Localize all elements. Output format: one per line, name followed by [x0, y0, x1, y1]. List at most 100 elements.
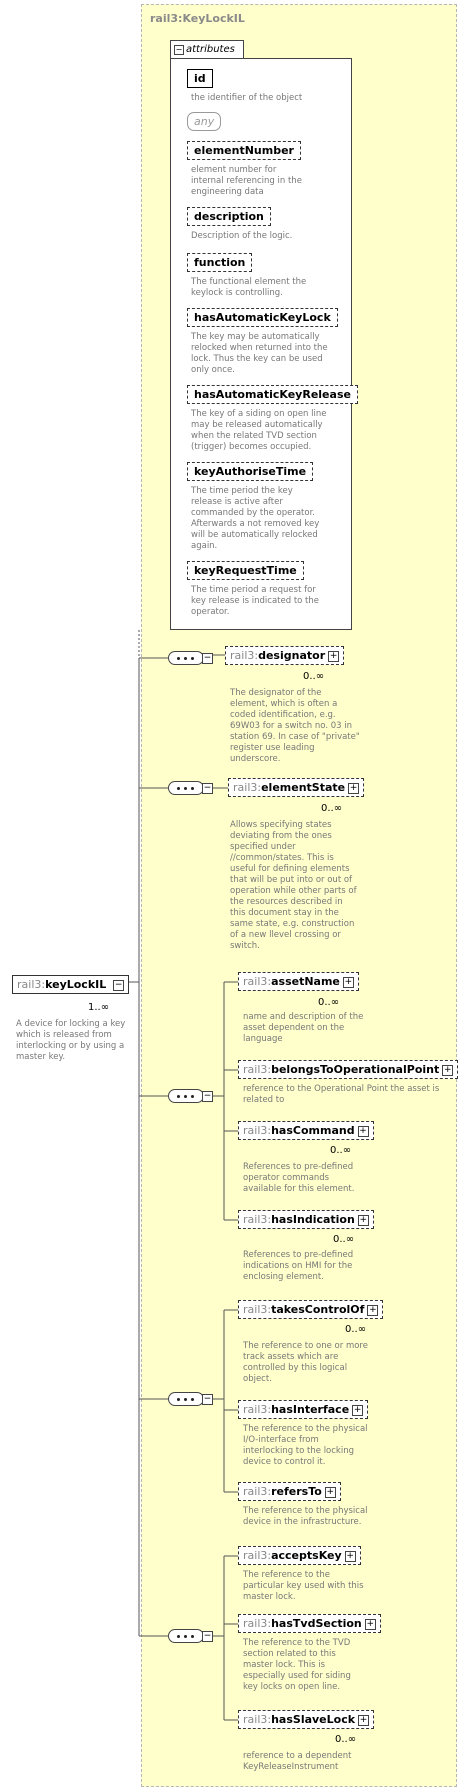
collapse-icon[interactable]: −	[174, 45, 184, 55]
root-namespace: rail3:	[17, 978, 46, 991]
element-multiplicity: 0..∞	[333, 1234, 355, 1245]
expand-icon[interactable]: +	[328, 650, 340, 662]
element-assetName[interactable]: rail3:assetName+	[238, 972, 359, 991]
element-hasInterface[interactable]: rail3:hasInterface+	[238, 1400, 369, 1419]
element-name: refersTo	[271, 1485, 322, 1498]
element-name: designator	[258, 649, 326, 662]
attribute-keyAuthoriseTime-desc: The time period the key release is activ…	[191, 486, 320, 551]
element-description: The reference to the physical device in …	[243, 1506, 368, 1527]
collapse-icon[interactable]: −	[202, 1394, 213, 1405]
element-name: elementState	[261, 781, 346, 794]
collapse-icon[interactable]: −	[202, 1091, 213, 1102]
attribute-keyRequestTime[interactable]: keyRequestTime	[187, 561, 304, 580]
attribute-hasAutomaticKeyLock[interactable]: hasAutomaticKeyLock	[187, 308, 338, 327]
element-namespace: rail3:	[233, 781, 262, 794]
attribute-description[interactable]: description	[187, 207, 271, 226]
element-belongsToOperationalPoint[interactable]: rail3:belongsToOperationalPoint+	[238, 1060, 459, 1079]
attribute-elementNumber-desc: element number for internal referencing …	[191, 165, 302, 197]
element-takesControlOf[interactable]: rail3:takesControlOf+	[238, 1300, 384, 1319]
element-namespace: rail3:	[243, 1403, 272, 1416]
element-namespace: rail3:	[243, 1124, 272, 1137]
attribute-hasAutomaticKeyRelease-desc: The key of a siding on open line may be …	[191, 409, 327, 452]
attribute-hasAutomaticKeyRelease[interactable]: hasAutomaticKeyRelease	[187, 385, 358, 404]
element-multiplicity: 0..∞	[330, 1145, 352, 1156]
sequence-compositor[interactable]	[168, 1089, 204, 1103]
element-namespace: rail3:	[243, 1303, 272, 1316]
element-elementState[interactable]: rail3:elementState+	[228, 778, 365, 797]
attribute-keyRequestTime-desc: The time period a request for key releas…	[191, 585, 320, 617]
element-multiplicity: 0..∞	[318, 997, 340, 1008]
element-description: References to pre-defined operator comma…	[243, 1162, 355, 1194]
element-name: hasSlaveLock	[271, 1713, 356, 1726]
element-hasSlaveLock[interactable]: rail3:hasSlaveLock+	[238, 1710, 375, 1729]
attribute-function[interactable]: function	[187, 253, 253, 272]
element-multiplicity: 0..∞	[321, 803, 343, 814]
element-description: The reference to the particular key used…	[243, 1570, 364, 1602]
element-description: reference to a dependent KeyReleaseInstr…	[243, 1751, 352, 1772]
expand-icon[interactable]: +	[357, 1125, 369, 1137]
element-acceptsKey[interactable]: rail3:acceptsKey+	[238, 1546, 361, 1565]
attribute-hasAutomaticKeyLock-desc: The key may be automatically relocked wh…	[191, 332, 328, 375]
element-namespace: rail3:	[243, 1549, 272, 1562]
root-element-keyLockIL[interactable]: rail3:keyLockIL −	[12, 975, 130, 994]
element-name: takesControlOf	[271, 1303, 365, 1316]
element-description: name and description of the asset depend…	[243, 1012, 364, 1044]
attributes-tab[interactable]: − attributes	[170, 40, 244, 58]
element-namespace: rail3:	[243, 1617, 272, 1630]
element-designator[interactable]: rail3:designator+	[225, 646, 345, 665]
element-namespace: rail3:	[243, 975, 272, 988]
element-description: The designator of the element, which is …	[230, 688, 360, 764]
expand-icon[interactable]: +	[324, 1486, 336, 1498]
element-name: hasInterface	[271, 1403, 350, 1416]
expand-icon[interactable]: +	[348, 782, 360, 794]
expand-icon[interactable]: +	[342, 976, 354, 988]
expand-icon[interactable]: +	[344, 1550, 356, 1562]
element-description: The reference to one or more track asset…	[243, 1341, 368, 1384]
sequence-compositor[interactable]	[168, 781, 204, 795]
element-multiplicity: 0..∞	[345, 1324, 367, 1335]
element-name: hasIndication	[271, 1213, 355, 1226]
element-namespace: rail3:	[230, 649, 259, 662]
expand-icon[interactable]: +	[367, 1304, 379, 1316]
attribute-any[interactable]: any	[187, 112, 222, 131]
element-name: assetName	[271, 975, 340, 988]
element-namespace: rail3:	[243, 1485, 272, 1498]
element-hasTvdSection[interactable]: rail3:hasTvdSection+	[238, 1614, 381, 1633]
root-description: A device for locking a key which is rele…	[16, 1019, 126, 1062]
element-description: reference to the Operational Point the a…	[243, 1084, 440, 1105]
collapse-icon[interactable]: −	[113, 979, 125, 991]
attribute-elementNumber[interactable]: elementNumber	[187, 141, 301, 160]
collapse-icon[interactable]: −	[202, 1631, 213, 1642]
attribute-id[interactable]: id	[187, 69, 213, 88]
expand-icon[interactable]: +	[442, 1064, 454, 1076]
element-description: Allows specifying states deviating from …	[230, 820, 357, 951]
element-description: The reference to the physical I/O-interf…	[243, 1424, 368, 1467]
element-namespace: rail3:	[243, 1213, 272, 1226]
element-hasCommand[interactable]: rail3:hasCommand+	[238, 1121, 374, 1140]
element-multiplicity: 0..∞	[335, 1734, 357, 1745]
element-namespace: rail3:	[243, 1713, 272, 1726]
element-multiplicity: 0..∞	[303, 671, 325, 682]
collapse-icon[interactable]: −	[202, 783, 213, 794]
root-multiplicity: 1..∞	[88, 1002, 110, 1013]
expand-icon[interactable]: +	[357, 1214, 369, 1226]
attribute-description-desc: Description of the logic.	[191, 231, 293, 241]
element-hasIndication[interactable]: rail3:hasIndication+	[238, 1210, 374, 1229]
expand-icon[interactable]: +	[358, 1714, 370, 1726]
attribute-keyAuthoriseTime[interactable]: keyAuthoriseTime	[187, 462, 314, 481]
element-name: hasCommand	[271, 1124, 355, 1137]
sequence-compositor[interactable]	[168, 651, 204, 665]
expand-icon[interactable]: +	[352, 1404, 364, 1416]
element-name: acceptsKey	[271, 1549, 342, 1562]
element-refersTo[interactable]: rail3:refersTo+	[238, 1482, 341, 1501]
sequence-compositor[interactable]	[168, 1392, 204, 1406]
collapse-icon[interactable]: −	[202, 653, 213, 664]
element-name: hasTvdSection	[271, 1617, 362, 1630]
root-name: keyLockIL	[45, 978, 107, 991]
expand-icon[interactable]: +	[364, 1618, 376, 1630]
element-namespace: rail3:	[243, 1063, 272, 1076]
sequence-compositor[interactable]	[168, 1629, 204, 1643]
attributes-label: attributes	[186, 44, 235, 55]
element-name: belongsToOperationalPoint	[271, 1063, 440, 1076]
